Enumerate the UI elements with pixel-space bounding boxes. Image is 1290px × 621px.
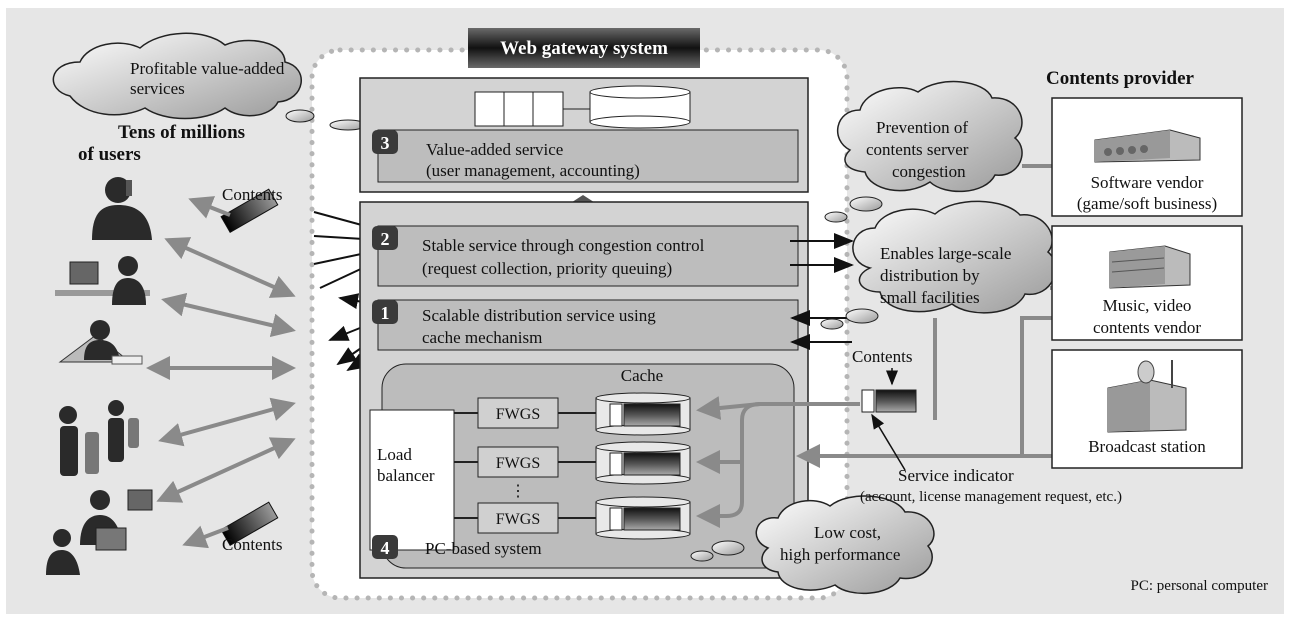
cloud-lowcost-line1: Low cost, xyxy=(814,523,881,542)
fwgs-label-1: FWGS xyxy=(496,406,540,423)
footnote: PC: personal computer xyxy=(1131,578,1268,594)
cache-label: Cache xyxy=(621,366,663,385)
broadcast-building-icon xyxy=(1107,360,1187,433)
users-heading-line2: of users xyxy=(78,144,141,165)
service-4-line1: PC-based system xyxy=(425,539,542,558)
badge-1 xyxy=(372,300,398,324)
database-icon xyxy=(589,85,691,129)
service-2-line2: (request collection, priority queuing) xyxy=(422,259,672,278)
cloud-profitable: Profitable value-added services xyxy=(52,32,367,131)
studio-building-icon xyxy=(1109,245,1191,289)
cloud-enables-line2: distribution by xyxy=(880,266,980,285)
music-vendor-line2: contents vendor xyxy=(1093,318,1201,337)
cloud-lowcost-line2: high performance xyxy=(780,545,900,564)
cloud-prevention-line2: contents server xyxy=(866,140,969,159)
badge-2 xyxy=(372,226,398,250)
service-indicator-line2: (account, license management request, et… xyxy=(860,489,1122,505)
badge-3 xyxy=(372,130,398,154)
cloud-lowcost: Low cost, high performance xyxy=(690,495,935,595)
office-building-icon xyxy=(1094,129,1201,163)
cache-feed-arrows xyxy=(696,396,860,528)
contents-chip-top xyxy=(220,188,279,233)
cloud-profitable-line2: services xyxy=(130,79,185,98)
service-bar-2 xyxy=(377,225,799,287)
users-mobile-icon xyxy=(59,400,139,476)
cache-disk-1 xyxy=(595,392,691,436)
server-rack-icon xyxy=(474,91,590,127)
service-bar-3 xyxy=(377,129,799,183)
service-3-line1: Value-added service xyxy=(426,140,563,159)
cloud-enables-line1: Enables large-scale xyxy=(880,244,1011,263)
badge-3-number: 3 xyxy=(381,133,390,153)
cloud-enables-line3: small facilities xyxy=(880,288,980,307)
cache-disk-3 xyxy=(595,496,691,540)
service-indicator-line1: Service indicator xyxy=(898,466,1014,485)
badge-1-number: 1 xyxy=(381,303,390,323)
service-3-line2: (user management, accounting) xyxy=(426,161,640,180)
badge-4-number: 4 xyxy=(381,538,390,558)
users-pc-group-icon xyxy=(46,489,153,575)
provider-arrows xyxy=(790,233,854,350)
contents-chip-bottom xyxy=(220,501,279,546)
fwgs-label-2: FWGS xyxy=(496,455,540,472)
page-title: Web gateway system xyxy=(500,38,668,59)
music-vendor-line1: Music, video xyxy=(1103,296,1192,315)
fwgs-box-2 xyxy=(477,446,559,478)
cache-disk-2 xyxy=(595,441,691,485)
cloud-prevention: Prevention of contents server congestion xyxy=(824,80,1023,223)
load-balancer-line1: Load xyxy=(377,445,412,464)
service-2-line1: Stable service through congestion contro… xyxy=(422,236,705,255)
indicator-tag xyxy=(861,389,875,413)
badge-2-number: 2 xyxy=(381,229,390,249)
users-heading-line1: Tens of millions xyxy=(118,122,245,143)
cloud-enables: Enables large-scale distribution by smal… xyxy=(820,200,1057,330)
software-vendor-line2: (game/soft business) xyxy=(1077,194,1217,213)
fwgs-label-3: FWGS xyxy=(496,511,540,528)
broadcast-station-label: Broadcast station xyxy=(1088,437,1206,456)
fwgs-ellipsis: ⋮ xyxy=(510,483,526,500)
contents-label-bottom: Contents xyxy=(222,535,282,554)
provider-links xyxy=(796,164,1052,468)
contents-block xyxy=(875,389,917,413)
user-laptop-icon xyxy=(58,320,143,365)
contents-label-top: Contents xyxy=(222,185,282,204)
software-vendor-line1: Software vendor xyxy=(1091,173,1204,192)
service-1-line2: cache mechanism xyxy=(422,328,542,347)
provider-heading: Contents provider xyxy=(1046,68,1195,89)
cloud-prevention-line1: Prevention of xyxy=(876,118,968,137)
contents-label-right: Contents xyxy=(852,347,912,366)
load-balancer-line2: balancer xyxy=(377,466,435,485)
user-phone-icon xyxy=(92,177,152,240)
indicator-pointer xyxy=(871,413,906,471)
contents-arrow-bottom xyxy=(182,525,229,549)
load-balancer-box xyxy=(369,409,455,551)
title-banner xyxy=(468,28,700,68)
service-bar-1 xyxy=(377,299,799,351)
user-traffic-arrows xyxy=(146,237,296,503)
user-desk-pc-icon xyxy=(55,256,150,305)
service-1-line1: Scalable distribution service using xyxy=(422,306,656,325)
cloud-prevention-line3: congestion xyxy=(892,162,966,181)
badge-4 xyxy=(372,535,398,559)
contents-arrow-top xyxy=(188,196,231,219)
fwgs-box-1 xyxy=(477,397,559,429)
cloud-profitable-line1: Profitable value-added xyxy=(130,59,285,78)
fwgs-links xyxy=(454,412,596,519)
fwgs-box-3 xyxy=(477,502,559,534)
